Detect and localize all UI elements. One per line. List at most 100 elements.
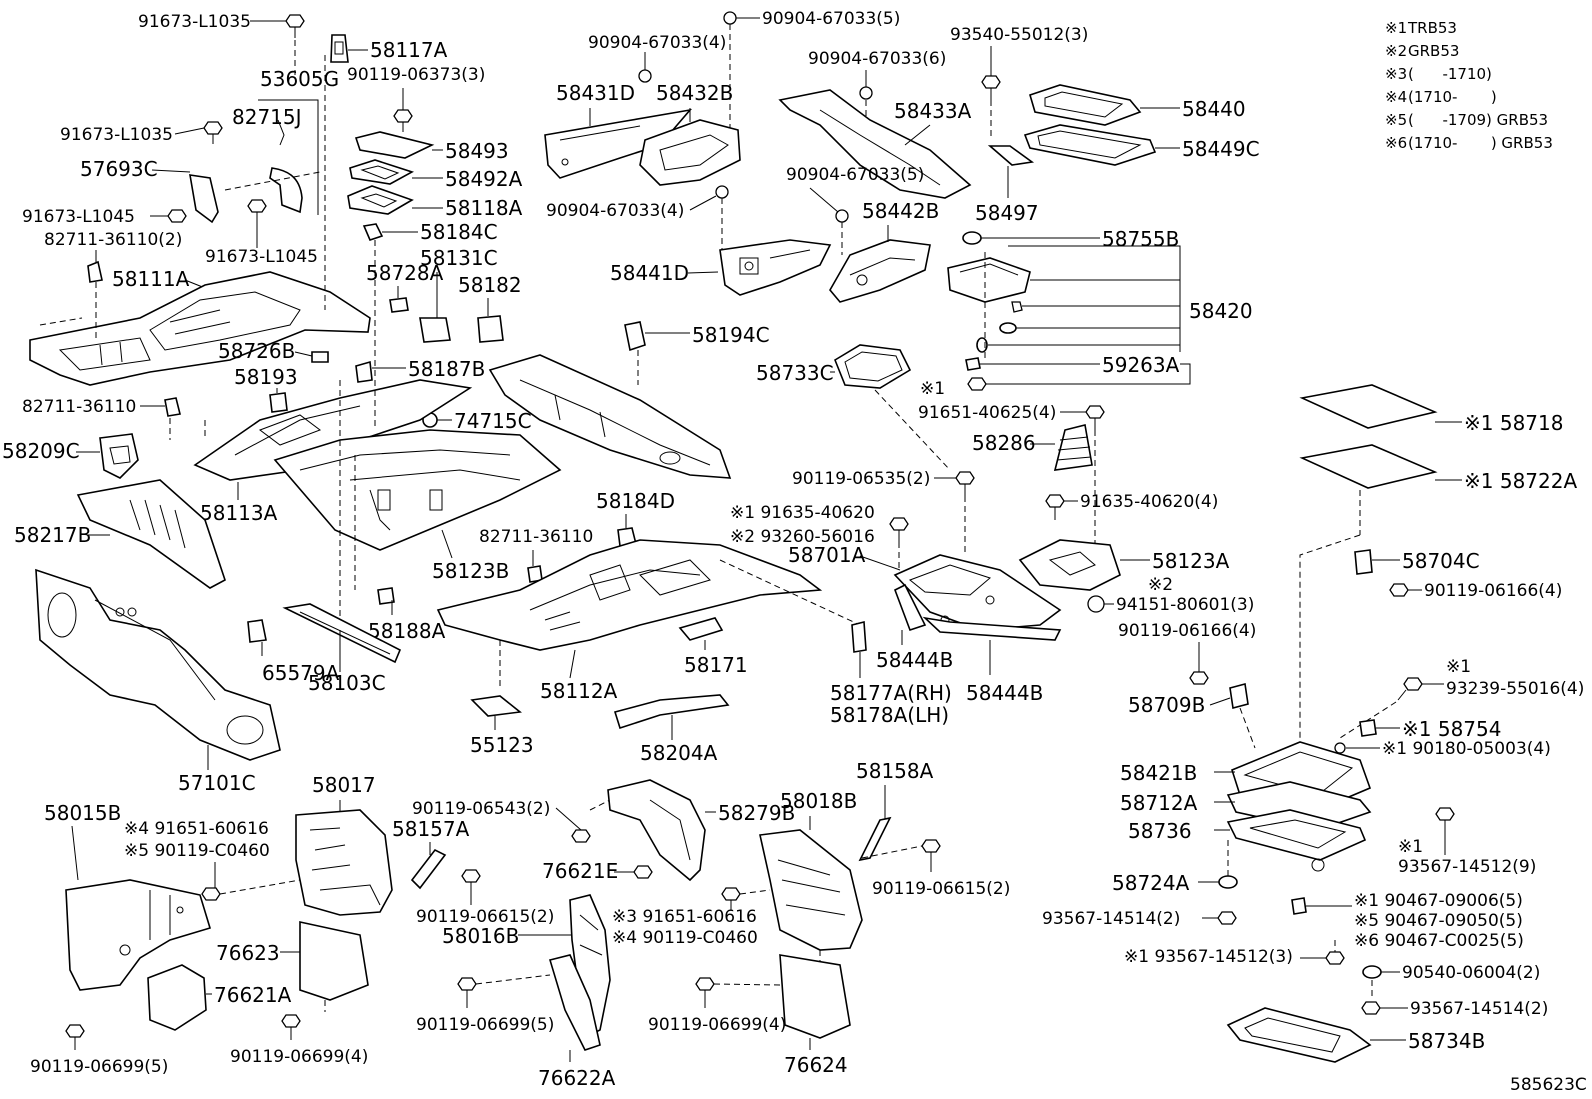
label-94151-mark: ※2: [1148, 575, 1173, 595]
label-58709b: 58709B: [1128, 693, 1205, 717]
nut-icon: [859, 86, 873, 100]
label-76621e: 76621E: [542, 859, 618, 883]
clip-58187b: [355, 360, 373, 383]
flap-76623: [299, 921, 369, 1001]
label-58193: 58193: [234, 365, 298, 389]
washer-90540: [1362, 965, 1382, 979]
label-91673-L1035-b: 91673-L1035: [60, 125, 173, 145]
label-93260-56016: ※2 93260-56016: [730, 527, 875, 547]
bolt-icon: [1085, 405, 1105, 430]
heat-shield-58441d: [719, 239, 832, 296]
clip-58188a: [377, 587, 395, 605]
label-76624: 76624: [784, 1053, 848, 1077]
label-93540-55012: 93540-55012(3): [950, 25, 1088, 45]
bolt-icon: [65, 1024, 85, 1038]
label-58728a: 58728A: [366, 261, 444, 285]
legend-text-5: ( -1709) GRB53: [1408, 111, 1548, 129]
label-58442b: 58442B: [862, 199, 939, 223]
label-58492a: 58492A: [445, 167, 523, 191]
bracket-58194c: [624, 321, 646, 352]
cluster-bottom: 58015B ※4 91651-60616 ※5 90119-C0460 766…: [30, 759, 1010, 1090]
seal-58734b: [1226, 1007, 1372, 1063]
label-90904-67033-4a: 90904-67033(4): [588, 33, 726, 53]
label-91651-40625-mark: ※1: [920, 379, 945, 399]
plate-58118a: [347, 185, 414, 215]
legend-text-3: ( -1710): [1408, 65, 1492, 83]
bolt-icon: [393, 109, 413, 132]
plate-58497: [987, 145, 1035, 166]
clip-58184c: [362, 223, 384, 241]
label-58704c: 58704C: [1402, 549, 1480, 573]
label-58204a: 58204A: [640, 741, 718, 765]
label-58734b: 58734B: [1408, 1029, 1485, 1053]
legend-text-1: TRB53: [1407, 19, 1457, 37]
label-90119-06615-b: 90119-06615(2): [872, 879, 1010, 899]
bolt-icon: [167, 209, 187, 223]
panel-58217b: [76, 479, 226, 589]
label-90119-06543: 90119-06543(2): [412, 799, 550, 819]
label-58724a: 58724A: [1112, 871, 1190, 895]
bolt-icon: [1361, 1001, 1381, 1015]
legend-mark-4: ※4: [1385, 88, 1407, 106]
label-90119-06535: 90119-06535(2): [792, 469, 930, 489]
label-91651-60616-a: ※4 91651-60616: [124, 819, 269, 839]
bolt-icon: [1389, 583, 1409, 597]
label-90119-06699-a: 90119-06699(5): [30, 1057, 168, 1077]
bolt-icon: [721, 887, 741, 901]
heat-shield-58431d: [544, 108, 693, 179]
label-58718: ※1 58718: [1464, 411, 1563, 435]
label-74715c: 74715C: [454, 409, 532, 433]
label-58440: 58440: [1182, 97, 1246, 121]
label-76623: 76623: [216, 941, 280, 965]
bolt-icon: [285, 14, 305, 38]
label-90904-67033-6: 90904-67033(6): [808, 49, 946, 69]
label-90119-c0460-a: ※5 90119-C0460: [124, 841, 270, 861]
tunnel-rear: [488, 354, 732, 479]
label-58184c: 58184C: [420, 220, 498, 244]
bolt-icon: [1011, 301, 1023, 313]
label-94151-80601: 94151-80601(3): [1116, 595, 1254, 615]
label-58441d: 58441D: [610, 261, 689, 285]
legend-mark-2: ※2: [1385, 42, 1407, 60]
grommet-58420-b: [976, 337, 988, 353]
legend-mark-3: ※3: [1385, 65, 1407, 83]
guard-58018b: [759, 829, 863, 951]
label-58188a: 58188A: [368, 619, 446, 643]
label-59263a: 59263A: [1102, 353, 1180, 377]
label-58123b: 58123B: [432, 559, 509, 583]
label-90119-06699-d: 90119-06699(4): [648, 1015, 786, 1035]
bolt-icon: [695, 977, 715, 991]
label-90904-67033-5b: 90904-67033(5): [786, 165, 924, 185]
label-58722a: ※1 58722A: [1464, 469, 1577, 493]
label-93239-55016: 93239-55016(4): [1446, 679, 1584, 699]
label-58726b: 58726B: [218, 339, 295, 363]
label-58279b: 58279B: [718, 801, 795, 825]
label-53605g: 53605G: [260, 67, 339, 91]
label-58432b: 58432B: [656, 81, 733, 105]
clip-90467: [1291, 897, 1307, 915]
boot-58286: [1053, 424, 1093, 471]
frame-57101c: [35, 568, 281, 761]
bolt-icon: [889, 517, 909, 542]
bolt-icon: [281, 1014, 301, 1028]
clip-58193: [269, 392, 288, 413]
label-90119-06166-a: 90119-06166(4): [1424, 581, 1562, 601]
nut-icon: [723, 11, 737, 25]
label-90904-67033-5a: 90904-67033(5): [762, 9, 900, 29]
label-82711-36110-b: 82711-36110: [22, 397, 136, 417]
label-90119-06373: 90119-06373(3): [347, 65, 485, 85]
cup-58209c: [99, 433, 139, 479]
cluster-right: ※1 58718 ※1 58722A 58704C 90119-06166(4)…: [1042, 384, 1587, 1095]
label-65579a: 65579A: [262, 661, 340, 685]
clip-65579a: [247, 619, 267, 643]
bolt-icon: [1045, 494, 1065, 520]
bracket-58709b: [1229, 682, 1249, 710]
label-58103c: 58103C: [308, 671, 386, 695]
clip-58726b: [311, 351, 329, 363]
label-58118a: 58118A: [445, 196, 523, 220]
label-55123: 55123: [470, 733, 534, 757]
label-58182: 58182: [458, 273, 522, 297]
flap-76624: [779, 954, 851, 1039]
label-58018b: 58018B: [780, 789, 857, 813]
floor-pan-58113a: [193, 379, 473, 481]
